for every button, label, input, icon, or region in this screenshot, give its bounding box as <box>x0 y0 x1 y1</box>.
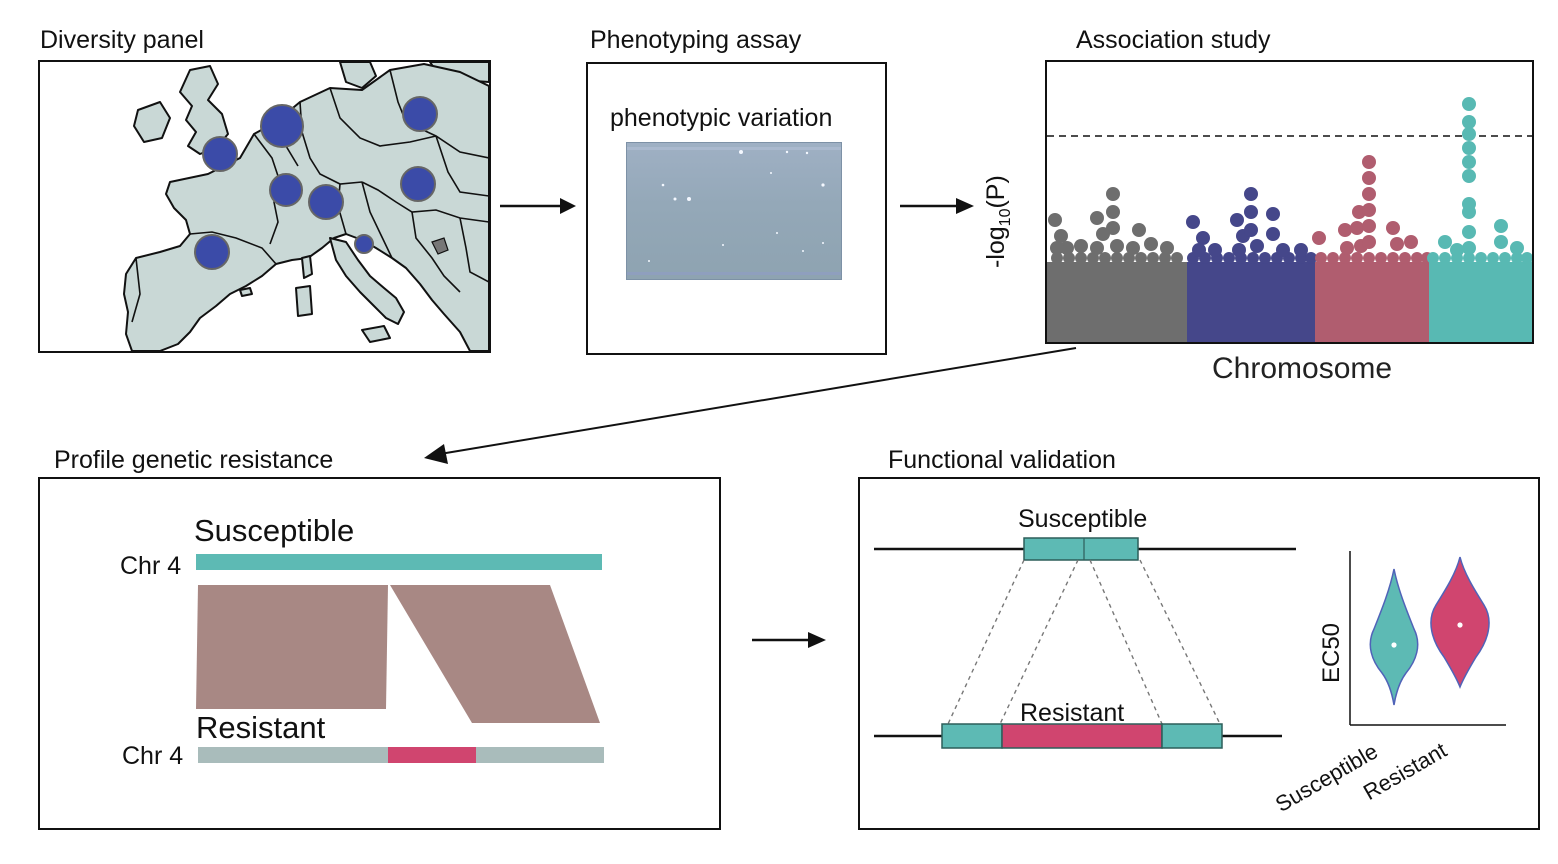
map-sardinia <box>295 285 313 317</box>
chromosome-2 <box>1186 187 1317 342</box>
map-ireland <box>133 101 171 143</box>
map-italy <box>329 237 405 325</box>
construct-diagram <box>874 537 1296 749</box>
diversity-panel-title: Diversity panel <box>40 26 204 54</box>
sample-dot <box>269 173 303 207</box>
phenotyping-box: phenotypic variation <box>586 62 887 355</box>
profile-susceptible-label: Susceptible <box>194 513 355 548</box>
manhattan-xlabel: Chromosome <box>1212 352 1393 385</box>
functional-susceptible-label: Susceptible <box>1018 505 1148 533</box>
violin-ylabel: EC50 <box>1318 622 1345 683</box>
phenotypic-variation-caption: phenotypic variation <box>610 104 833 132</box>
sample-dot <box>402 96 438 132</box>
violin-resistant <box>1430 556 1490 690</box>
profile-chr-top-label: Chr 4 <box>120 552 182 580</box>
chromosome-4 <box>1427 97 1532 342</box>
map-highlight-region <box>431 237 449 255</box>
profile-box: Susceptible Chr 4 Resistant Chr 4 <box>38 477 721 830</box>
flow-arrow <box>900 198 974 214</box>
diversity-map-box <box>38 60 491 353</box>
sample-dot <box>400 166 436 202</box>
sample-dot <box>202 136 238 172</box>
profile-chr-bottom-label: Chr 4 <box>122 742 184 770</box>
susceptible-chromosome-bar <box>196 554 602 570</box>
synteny-blocks <box>196 585 600 723</box>
functional-panel-title: Functional validation <box>888 446 1116 474</box>
map-sicily <box>361 325 391 343</box>
phenotyping-panel-title: Phenotyping assay <box>590 26 802 54</box>
violin-susceptible <box>1369 568 1419 706</box>
sample-dot <box>260 104 304 148</box>
map-corsica <box>301 255 313 279</box>
map-continent <box>123 63 489 351</box>
europe-map <box>123 62 489 351</box>
sample-dot <box>194 234 230 270</box>
functional-box: Susceptible Resistant EC50 Susceptible R… <box>858 477 1540 830</box>
manhattan-ylabel: -log10(P) <box>982 175 1014 268</box>
profile-resistant-label: Resistant <box>196 710 326 745</box>
map-balearic <box>239 287 253 297</box>
violin-resistant-median <box>1457 622 1463 628</box>
manhattan-box <box>1045 60 1534 344</box>
sample-dot <box>354 234 374 254</box>
map-scandinavia <box>339 62 377 89</box>
resistant-chromosome-bar <box>198 747 604 763</box>
flow-arrow-diagonal <box>424 347 1077 464</box>
resistant-insertion-segment <box>388 747 476 763</box>
flow-arrow <box>500 198 576 214</box>
functional-resistant-label: Resistant <box>1020 699 1125 727</box>
assay-plate-image <box>626 142 842 280</box>
profile-panel-title: Profile genetic resistance <box>54 446 334 474</box>
sample-dot <box>308 184 344 220</box>
violin-susceptible-median <box>1391 642 1397 648</box>
flow-arrow <box>752 632 826 648</box>
chromosome-1 <box>1047 187 1187 342</box>
association-panel-title: Association study <box>1076 26 1271 54</box>
violin-plot <box>1349 551 1506 726</box>
ylabel-subscript: 10 <box>997 208 1014 227</box>
manhattan-plot <box>1047 97 1532 342</box>
chromosome-3 <box>1312 155 1433 342</box>
